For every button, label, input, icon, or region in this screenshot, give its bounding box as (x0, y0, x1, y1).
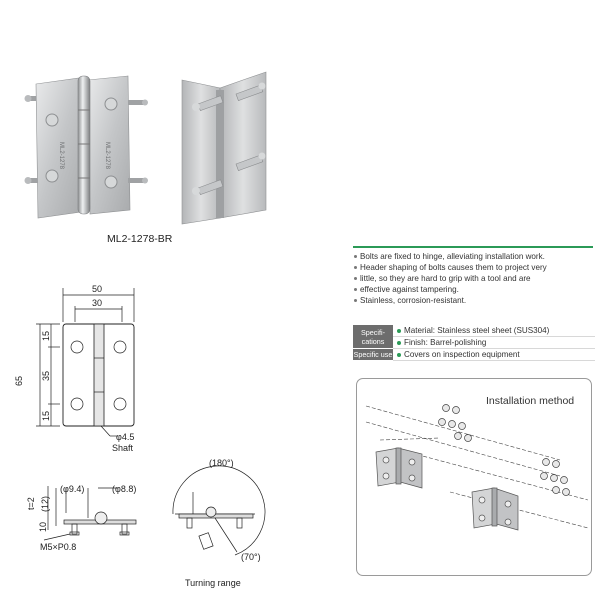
dim-t2: t=2 (26, 497, 36, 510)
installation-title: Installation method (486, 395, 575, 407)
spec-header-specific-use: Specific use (353, 348, 393, 361)
specifications-table: Specifi-cations Material: Stainless stee… (353, 325, 595, 361)
feature-item: Header shaping of bolts causes them to p… (353, 262, 593, 273)
dim-15-top: 15 (41, 331, 51, 341)
dim-dia-8-8: (φ8.8) (112, 484, 136, 494)
dim-thread: M5×P0.8 (40, 542, 76, 552)
dim-dia-9-4: (φ9.4) (60, 484, 84, 494)
spec-finish: Finish: Barrel-polishing (393, 336, 595, 349)
spec-use: Covers on inspection equipment (393, 348, 595, 361)
angle-70: (70°) (241, 552, 261, 562)
feature-item: Bolts are fixed to hinge, alleviating in… (353, 251, 593, 262)
feature-item-continued: little, so they are hard to grip with a … (353, 273, 593, 284)
dim-shaft-dia: φ4.5 (116, 432, 134, 442)
features-list: Bolts are fixed to hinge, alleviating in… (353, 246, 593, 306)
dim-height-65: 65 (14, 376, 24, 386)
spec-header-specifications: Specifi-cations (353, 325, 393, 349)
dim-width-50: 50 (92, 284, 102, 294)
dim-15-bottom: 15 (41, 411, 51, 421)
installation-diagram (365, 404, 588, 531)
hinge-photo-front: ML2-1278 ML2-1278 (24, 75, 148, 219)
side-section-drawing: (φ9.4) (φ8.8) t=2 (12) 10 M5×P0.8 (26, 484, 137, 552)
dim-35: 35 (41, 371, 51, 381)
turning-range-drawing: (180°) (70°) (172, 458, 266, 562)
dim-width-30: 30 (92, 298, 102, 308)
feature-item-continued: effective against tampering. (353, 284, 593, 295)
hinge-photo-back (181, 71, 267, 225)
turning-range-label: Turning range (185, 578, 241, 588)
dimension-drawing: 50 30 65 15 35 15 φ4.5 (14, 284, 135, 442)
feature-item: Stainless, corrosion-resistant. (353, 295, 593, 306)
engraving-text: ML2-1278 (104, 142, 110, 170)
shaft-label: Shaft (112, 443, 134, 453)
angle-180: (180°) (209, 458, 234, 468)
svg-text:ML2-1278: ML2-1278 (58, 142, 64, 170)
dim-12: (12) (40, 496, 50, 512)
bullet-icon (397, 352, 401, 357)
dim-10: 10 (38, 522, 48, 532)
bullet-icon (397, 340, 401, 345)
installation-method-panel (356, 378, 592, 576)
bullet-icon (397, 328, 401, 333)
spec-material: Material: Stainless steel sheet (SUS304) (393, 325, 595, 337)
model-number: ML2-1278-BR (107, 233, 173, 245)
